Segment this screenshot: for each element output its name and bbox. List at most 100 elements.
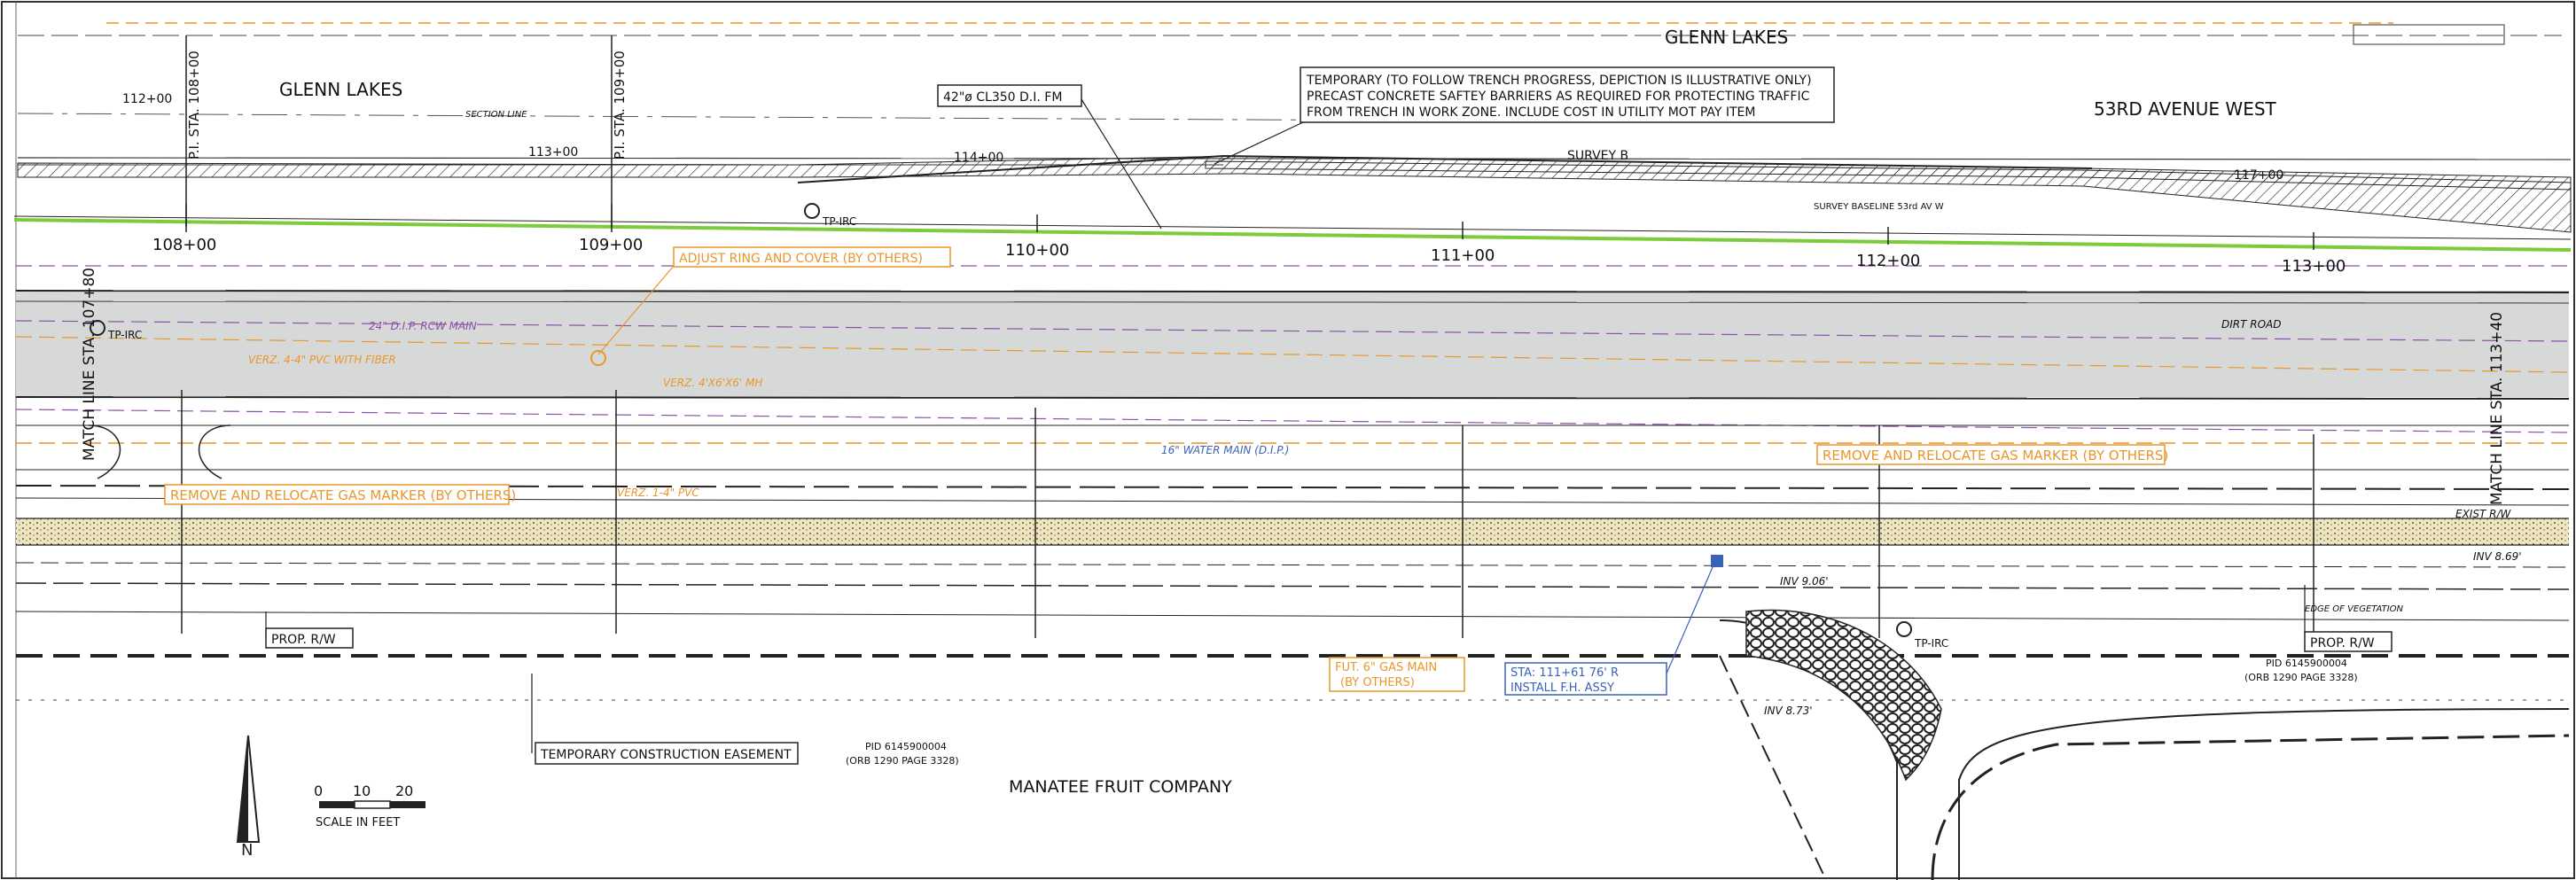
- ditch-left-edge: [1719, 655, 1827, 880]
- verz-pvc-fiber-label: VERZ. 4-4" PVC WITH FIBER: [248, 354, 396, 366]
- fh-assy-box: [1504, 662, 1667, 696]
- scale-tick-20: 20: [395, 783, 413, 799]
- remove-gas-left-label: REMOVE AND RELOCATE GAS MARKER (BY OTHER…: [170, 487, 516, 503]
- baseline-label: SURVEY BASELINE 53rd AV W: [1814, 202, 1944, 212]
- barrier-note-line-3: FROM TRENCH IN WORK ZONE. INCLUDE COST I…: [1307, 105, 1755, 120]
- dirt-road-label: DIRT ROAD: [2221, 318, 2282, 331]
- leader-adjust: [597, 265, 675, 355]
- ditch-line-1: [15, 562, 2570, 568]
- pid-left-line-2: (ORB 1290 PAGE 3328): [846, 755, 959, 767]
- scale-tick-10: 10: [353, 783, 371, 799]
- left-curve-1: [88, 424, 121, 479]
- survey-label: SURVEY B: [1567, 149, 1628, 163]
- tp-irc-symbol-3: [1896, 621, 1912, 637]
- title-block-mark: [2353, 24, 2505, 45]
- hatched-pavement-right: [1205, 160, 2572, 191]
- adjust-ring-box: [673, 246, 951, 268]
- scale-label: SCALE IN FEET: [316, 816, 400, 829]
- station-108: 108+00: [152, 236, 216, 254]
- section-line-label: SECTION LINE: [465, 110, 527, 120]
- barrier-line: [797, 155, 1224, 183]
- remove-gas-left-box: [164, 484, 510, 505]
- station-111: 111+00: [1431, 246, 1495, 265]
- barrier-note-line-2: PRECAST CONCRETE SAFTEY BARRIERS AS REQU…: [1307, 90, 1810, 104]
- survey-baseline: [13, 218, 2572, 252]
- purple-line-3: [15, 409, 2570, 433]
- pole-lines: [181, 390, 2314, 638]
- manhole-symbol: [590, 350, 606, 366]
- edge-veg-label: EDGE OF VEGETATION: [2305, 604, 2404, 614]
- match-right-label: MATCH LINE STA. 113+40: [2488, 312, 2506, 505]
- fut-gas-line-1: FUT. 6" GAS MAIN: [1335, 661, 1437, 674]
- fut-gas-box: [1329, 657, 1465, 692]
- station-110: 110+00: [1005, 241, 1069, 260]
- svg-text:N: N: [241, 841, 253, 860]
- prop-rw-left-box: [265, 627, 354, 649]
- small-113-label: 113+00: [528, 145, 578, 160]
- station-112: 112+00: [1856, 252, 1920, 270]
- utility-corridor: [16, 291, 2569, 397]
- tp-irc-symbol-1: [804, 203, 820, 219]
- ditch-line-2: [15, 582, 2570, 590]
- barrier-note-box: [1300, 66, 1835, 123]
- corridor-mid: [15, 300, 2570, 304]
- prop-rw-left-label: PROP. R/W: [271, 633, 336, 647]
- tp-irc-symbol-2: [90, 320, 105, 336]
- glenn-lakes-top-label: GLENN LAKES: [1665, 27, 1788, 48]
- glenn-lakes-left-label: GLENN LAKES: [279, 79, 402, 100]
- station-109: 109+00: [579, 236, 643, 254]
- section-line: [17, 113, 1419, 121]
- riprap: [1745, 609, 1942, 782]
- pid-right-line-2: (ORB 1290 PAGE 3328): [2244, 672, 2358, 683]
- small-114-label: 114+00: [954, 151, 1003, 165]
- inv-869-label: INV 8.69': [2473, 550, 2522, 563]
- tp-irc-label-1: TP-IRC: [822, 215, 856, 228]
- inv-906-label: INV 9.06': [1780, 575, 1829, 588]
- tp-irc-label-3: TP-IRC: [1914, 637, 1948, 650]
- station-113: 113+00: [2282, 257, 2346, 276]
- verz-pvc-label: VERZ. 1-4" PVC: [617, 487, 699, 499]
- prop-rw-right-box: [2304, 631, 2393, 652]
- pid-right-line-1: PID 6145900004: [2266, 658, 2347, 669]
- orange-line-1: [15, 336, 2570, 373]
- leader-barrier: [1214, 121, 1304, 165]
- corridor-top: [15, 290, 2570, 293]
- fh-assy-line-2: INSTALL F.H. ASSY: [1510, 681, 1614, 695]
- fut-gas-line-2: (BY OTHERS): [1340, 676, 1415, 689]
- manatee-label: MANATEE FRUIT COMPANY: [1009, 777, 1232, 797]
- inv-873-label: INV 8.73': [1764, 705, 1813, 717]
- pipe-callout-box: [937, 84, 1082, 107]
- leader-fh: [1666, 566, 1713, 674]
- small-112-label: 112+00: [122, 92, 172, 106]
- scale-tick-0: 0: [314, 783, 323, 799]
- barrier-line-2: [1222, 155, 2093, 169]
- pipe-callout-label: 42"ø CL350 D.I. FM: [943, 90, 1062, 105]
- easement-box: [535, 742, 799, 765]
- remove-gas-right-label: REMOVE AND RELOCATE GAS MARKER (BY OTHER…: [1823, 448, 2168, 463]
- sand-strip: [16, 518, 2569, 545]
- leader-pipe: [1081, 98, 1162, 230]
- remove-gas-right-box: [1816, 444, 2166, 465]
- fire-hydrant-symbol: [1711, 555, 1723, 567]
- match-left-label: MATCH LINE STA. 107+80: [81, 268, 98, 461]
- verz-mh-label: VERZ. 4'X6'X6' MH: [663, 377, 762, 389]
- left-curve-2: [198, 424, 231, 479]
- small-117-label: 117+00: [2234, 168, 2283, 183]
- scale-bar: [319, 800, 425, 809]
- avenue-label: 53RD AVENUE WEST: [2094, 98, 2277, 120]
- ditch-line-3: [15, 611, 2570, 621]
- adjust-ring-label: ADJUST RING AND COVER (BY OTHERS): [679, 252, 923, 266]
- barrier-note-line-1: TEMPORARY (TO FOLLOW TRENCH PROGRESS, DE…: [1306, 74, 1812, 88]
- temp-easement-label: TEMPORARY CONSTRUCTION EASEMENT: [540, 748, 792, 762]
- water-main-label: 16" WATER MAIN (D.I.P.): [1161, 444, 1289, 456]
- survey-baseline-black: [13, 215, 2572, 240]
- north-arrow-icon: N: [236, 735, 261, 860]
- tp-irc-label-2: TP-IRC: [107, 329, 142, 341]
- road-apron: [1931, 734, 2570, 880]
- pid-left-line-1: PID 6145900004: [865, 741, 947, 752]
- prop-rw-right-label: PROP. R/W: [2310, 636, 2375, 650]
- fh-assy-line-1: STA: 111+61 76' R: [1510, 666, 1619, 680]
- pi-sta-1-label: P.I. STA. 108+00: [186, 51, 202, 160]
